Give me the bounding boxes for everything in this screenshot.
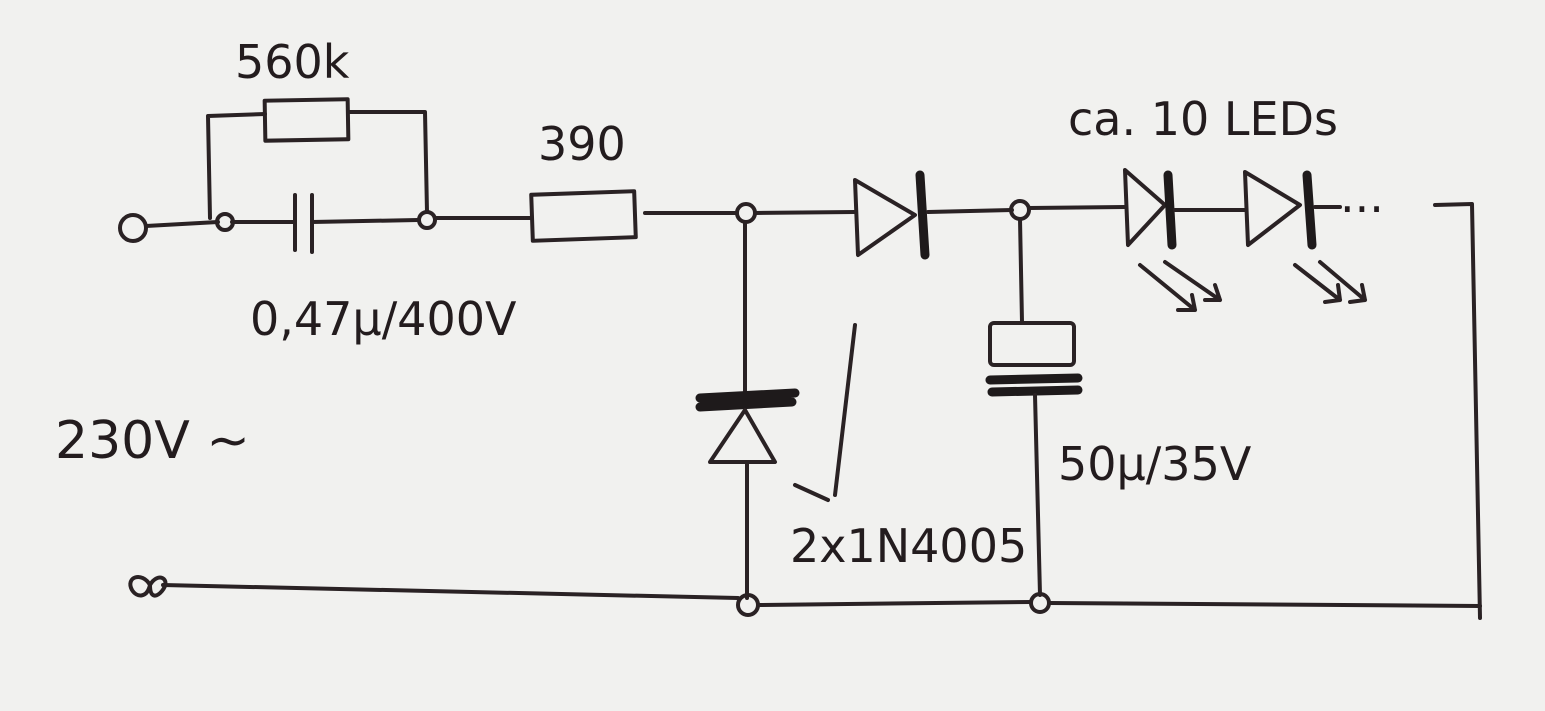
label-diodes: 2x1N4005	[790, 519, 1027, 573]
node	[735, 202, 757, 224]
label-r-parallel: 560k	[235, 35, 350, 89]
resistor-390	[529, 189, 638, 243]
input-terminal-bottom	[128, 575, 168, 598]
led-2-light-arrows	[1293, 260, 1367, 304]
capacitor-0-47u	[293, 193, 314, 254]
wire	[206, 110, 429, 220]
continuation-dots: ...	[1340, 169, 1384, 223]
diode-series	[853, 178, 917, 257]
label-c-series: 0,47µ/400V	[250, 292, 517, 346]
capacitor-50u-negative-plate	[985, 373, 1083, 397]
led-1-cathode	[1163, 170, 1177, 250]
led-1-light-arrows	[1138, 260, 1222, 312]
capacitor-50u-positive-plate	[988, 321, 1076, 367]
diode-shunt	[708, 408, 777, 464]
diode-series-cathode	[915, 170, 930, 260]
wire	[926, 208, 1014, 214]
wire	[230, 218, 420, 224]
led-1	[1123, 168, 1167, 247]
node	[417, 210, 437, 230]
wire	[1027, 205, 1127, 210]
led-2	[1243, 170, 1302, 247]
wire	[1033, 393, 1042, 597]
resistor-560k	[262, 97, 351, 143]
led-2-cathode	[1302, 170, 1317, 250]
wire-return	[161, 583, 1482, 608]
diode-shunt-cathode	[695, 388, 800, 412]
wire	[1433, 202, 1482, 620]
label-supply: 230V ~	[55, 411, 250, 471]
wire	[1018, 217, 1024, 324]
label-leds: ca. 10 LEDs	[1068, 92, 1338, 146]
input-terminal-top	[118, 213, 148, 243]
wire	[144, 220, 220, 228]
wire	[753, 210, 857, 215]
label-r-series: 390	[538, 117, 626, 171]
label-pointer	[793, 323, 857, 502]
label-c-filter: 50µ/35V	[1058, 437, 1252, 491]
